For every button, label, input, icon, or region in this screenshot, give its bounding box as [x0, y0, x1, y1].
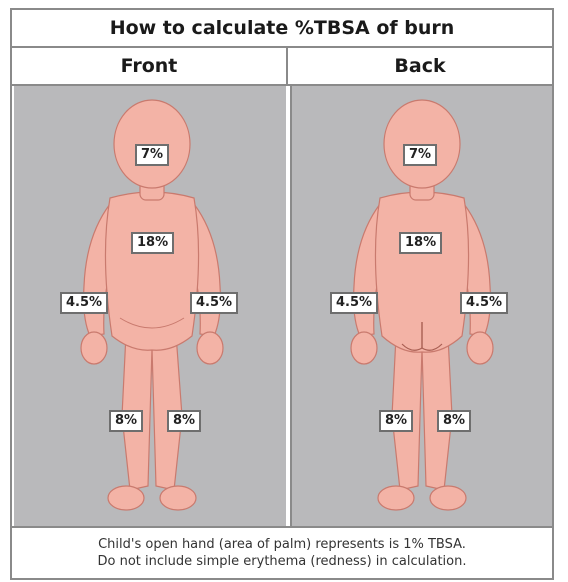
front-right-arm-percent: 4.5% — [190, 292, 238, 314]
front-column-header: Front — [12, 48, 288, 86]
front-left-leg-percent: 8% — [109, 410, 143, 432]
back-right-arm-percent: 4.5% — [460, 292, 508, 314]
footer-line-erythema: Do not include simple erythema (redness)… — [97, 553, 466, 570]
back-left-leg-percent: 8% — [379, 410, 413, 432]
back-column-header: Back — [288, 48, 552, 86]
front-head-percent: 7% — [135, 144, 169, 166]
tbsa-card: How to calculate %TBSA of burn Front Bac… — [10, 8, 554, 580]
front-right-leg-percent: 8% — [167, 410, 201, 432]
front-trunk-percent: 18% — [131, 232, 174, 254]
back-left-arm-percent: 4.5% — [330, 292, 378, 314]
footer-notes: Child's open hand (area of palm) represe… — [12, 526, 552, 578]
footer-line-palm: Child's open hand (area of palm) represe… — [98, 536, 466, 553]
back-figure-panel: 7% 18% 4.5% 4.5% 8% 8% — [290, 86, 552, 526]
front-figure-panel: 7% 18% 4.5% 4.5% 8% 8% — [14, 86, 286, 526]
back-trunk-percent: 18% — [399, 232, 442, 254]
back-right-leg-percent: 8% — [437, 410, 471, 432]
card-title: How to calculate %TBSA of burn — [12, 10, 552, 48]
back-head-percent: 7% — [403, 144, 437, 166]
front-left-arm-percent: 4.5% — [60, 292, 108, 314]
